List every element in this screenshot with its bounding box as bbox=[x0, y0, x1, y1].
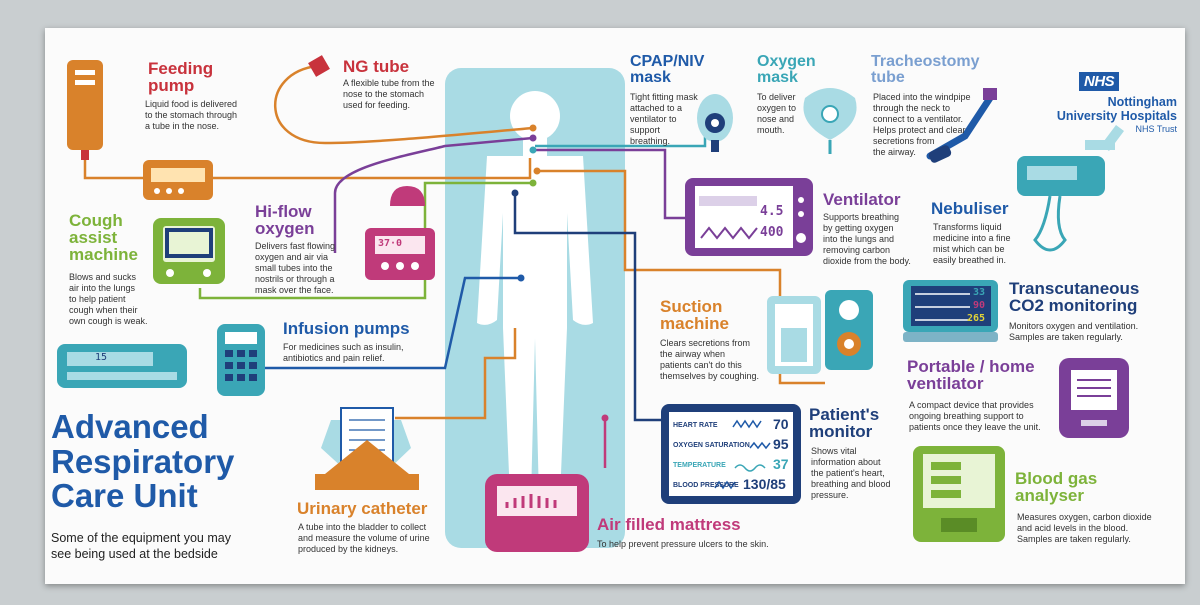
urinary-catheter-illustration bbox=[315, 407, 419, 490]
portable-ventilator-illustration bbox=[1059, 358, 1129, 438]
suction-machine-illustration bbox=[767, 290, 873, 374]
urinary-catheter-title: Urinary catheter bbox=[297, 499, 428, 518]
monitor-row-value-2: 95 bbox=[773, 436, 789, 452]
infusion-display: 15 bbox=[95, 352, 108, 363]
infusion-desc: For medicines such as insulin,antibiotic… bbox=[283, 342, 404, 363]
mattress-desc: To help prevent pressure ulcers to the s… bbox=[597, 539, 769, 549]
ventilator-illustration bbox=[685, 178, 813, 256]
nhs-logo: NHS bbox=[1079, 72, 1120, 91]
trust-label: NHS Trust bbox=[1135, 124, 1177, 134]
cpap-mask-illustration bbox=[697, 94, 733, 152]
transcutaneous-reading-2: 90 bbox=[973, 300, 986, 311]
nebuliser-illustration bbox=[1017, 125, 1124, 252]
feeding-pump-illustration bbox=[67, 60, 213, 200]
monitor-row-label-1: HEART RATE bbox=[673, 422, 718, 429]
monitor-row-label-3: TEMPERATURE bbox=[673, 462, 726, 469]
transcutaneous-reading-3: 265 bbox=[967, 313, 986, 324]
line-catheter bbox=[395, 328, 517, 420]
line-ng-tube bbox=[274, 64, 534, 145]
ng-tube-title: NG tube bbox=[343, 57, 410, 76]
monitor-row-label-2: OXYGEN SATURATION bbox=[673, 442, 750, 449]
line-ventilator bbox=[535, 148, 685, 220]
monitor-row-value-4: 130/85 bbox=[743, 476, 786, 492]
cough-assist-illustration bbox=[153, 218, 225, 284]
connection-dots bbox=[511, 124, 609, 422]
line-cough-assist bbox=[198, 181, 533, 300]
line-infusion bbox=[235, 276, 521, 370]
tracheostomy-illustration bbox=[926, 88, 997, 163]
monitor-row-value-1: 70 bbox=[773, 416, 789, 432]
transcutaneous-monitor-illustration bbox=[903, 280, 998, 342]
infusion-title: Infusion pumps bbox=[283, 319, 410, 338]
ng-tube-illustration bbox=[308, 55, 330, 77]
patient-figure bbox=[477, 91, 593, 498]
mattress-pump-illustration bbox=[485, 474, 589, 552]
ventilator-reading-1: 4.5 bbox=[760, 204, 784, 219]
patient-monitor-illustration bbox=[661, 404, 801, 504]
blood-gas-analyser-illustration bbox=[913, 446, 1005, 542]
transcutaneous-desc: Monitors oxygen and ventilation.Samples … bbox=[1009, 321, 1139, 342]
monitor-row-value-3: 37 bbox=[773, 456, 789, 472]
line-monitor bbox=[513, 190, 665, 422]
monitor-row-label-4: BLOOD PRESSURE bbox=[673, 482, 739, 489]
ventilator-title: Ventilator bbox=[823, 190, 901, 209]
equipment-illustrations bbox=[57, 55, 1129, 552]
nebuliser-title: Nebuliser bbox=[931, 199, 1009, 218]
transcutaneous-reading-1: 33 bbox=[973, 287, 986, 298]
hi-flow-display: 37·0 bbox=[378, 238, 403, 249]
hi-flow-illustration bbox=[365, 186, 435, 280]
mattress-title: Air filled mattress bbox=[597, 515, 741, 534]
line-suction bbox=[537, 169, 825, 385]
line-hi-flow bbox=[333, 136, 534, 253]
infusion-pump-illustration bbox=[57, 324, 265, 396]
oxygen-mask-illustration bbox=[803, 88, 857, 154]
ventilator-reading-2: 400 bbox=[760, 225, 784, 240]
